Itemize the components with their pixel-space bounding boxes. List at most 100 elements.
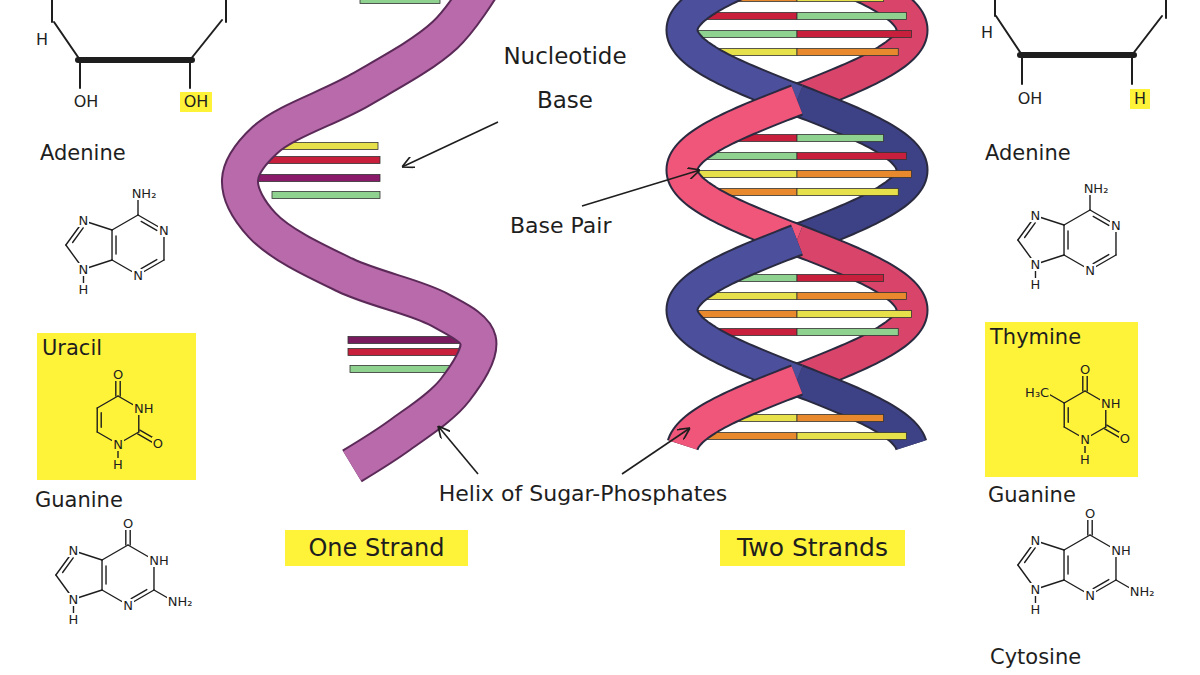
dna-backbone-pink (797, 0, 912, 100)
dna-backbone-blue (682, 0, 797, 100)
atom-label: NH (148, 554, 170, 567)
atom-label: N (68, 544, 80, 557)
base-structures (56, 188, 1135, 619)
leader-arrow (582, 170, 700, 206)
bond-line (1132, 16, 1162, 55)
highlight-chip: H (1130, 89, 1150, 109)
base-pair-half (797, 49, 898, 56)
dna-backbone-outline (797, 100, 912, 240)
ring-front-edge (1020, 52, 1134, 58)
bond-line (63, 558, 74, 573)
atom-label: N (112, 438, 124, 451)
bond-line (97, 408, 98, 432)
bond-line (101, 413, 102, 427)
strand-label: One Strand (308, 535, 444, 561)
uracil-structure (97, 374, 159, 464)
base-panel: ThymineOH₃CNHONH (985, 322, 1138, 477)
bond-line (141, 221, 157, 230)
leader-arrows (402, 122, 700, 474)
dna-backbone-pink (683, 380, 797, 445)
base-pair-half (797, 189, 898, 196)
guanine-structure (56, 523, 173, 619)
atom-label: O (152, 437, 164, 450)
atom-label: N (1110, 219, 1122, 232)
bond-line (102, 545, 128, 560)
atom-label: NH₂ (167, 595, 194, 608)
base-name: Adenine (40, 141, 126, 165)
bond-line (1067, 231, 1068, 249)
bond-line (51, 0, 53, 22)
base-name: Cytosine (990, 645, 1081, 669)
atom-label: H (68, 613, 80, 626)
bond-line (115, 236, 116, 254)
bond-line (1093, 255, 1109, 264)
bond-line (994, 0, 996, 16)
base-pair-half (797, 415, 884, 422)
thymine-structure (1045, 369, 1126, 459)
atom-label: N (1030, 209, 1042, 222)
atom-label: H (1030, 278, 1042, 291)
atom-label: H (980, 24, 994, 42)
atom-label: O (1079, 363, 1091, 376)
atom-label: N (158, 224, 170, 237)
highlight-band: Two Strands (720, 530, 905, 566)
base-name: Guanine (35, 488, 123, 512)
dna-backbone-outline (682, 240, 797, 380)
dna-backbone-blue (682, 240, 797, 380)
guanine-structure (1018, 513, 1135, 609)
bond-line (1025, 548, 1036, 563)
adenine-structure (66, 193, 164, 289)
atom-label: NH₂ (1083, 182, 1110, 195)
leader-arrow (622, 428, 690, 474)
nucleotide-base (272, 192, 380, 199)
base-pair-half (797, 293, 906, 300)
bond-line (105, 566, 106, 584)
bond-line (1093, 580, 1109, 589)
highlight-band: One Strand (285, 530, 468, 566)
bond-line (111, 230, 112, 260)
dna-backbone-blue (797, 100, 912, 240)
callout-label: Base Pair (510, 213, 611, 238)
dna-backbone-outline (683, 380, 797, 445)
adenine-structure (1018, 188, 1116, 284)
atom-label: N (68, 593, 80, 606)
atom-label: H (35, 31, 49, 49)
atom-label: N (1084, 264, 1096, 277)
base-pair-half (797, 433, 906, 440)
dna-backbone-pink (797, 240, 912, 380)
bond-line (190, 20, 222, 60)
bond-line (1063, 225, 1064, 255)
leader-arrow (402, 122, 498, 167)
base-pair-half (797, 13, 906, 20)
atom-label: N (132, 269, 144, 282)
dna-backbone-outline (682, 0, 797, 100)
atom-label: H (78, 283, 90, 296)
bond-line (189, 60, 191, 88)
base-pair-half (797, 171, 912, 178)
base-pair-half (797, 275, 884, 282)
ribose-ring (52, 0, 226, 88)
ring-front-edge (78, 57, 192, 63)
atom-label: O (1084, 507, 1096, 520)
leader-arrow (438, 426, 478, 474)
bond-line (1064, 210, 1090, 225)
dna-backbone-blue (797, 380, 911, 445)
bond-line (141, 260, 157, 269)
atom-label: H (112, 458, 124, 471)
base-name: Uracil (42, 336, 102, 360)
base-pair-half (797, 135, 884, 142)
atom-label: O (112, 368, 124, 381)
atom-label: NH (133, 402, 155, 415)
bond-line (79, 60, 81, 88)
atom-label: N (1079, 433, 1091, 446)
atom-label: H (1079, 453, 1091, 466)
nucleotide-base (360, 0, 440, 4)
atom-label: OH (1017, 90, 1044, 108)
base-name: Guanine (988, 483, 1076, 507)
bond-line (1063, 550, 1064, 580)
bond-line (73, 228, 84, 243)
nucleotide-base (348, 349, 470, 356)
atom-label: NH (1100, 397, 1122, 410)
highlight-chip: OH (180, 92, 213, 112)
